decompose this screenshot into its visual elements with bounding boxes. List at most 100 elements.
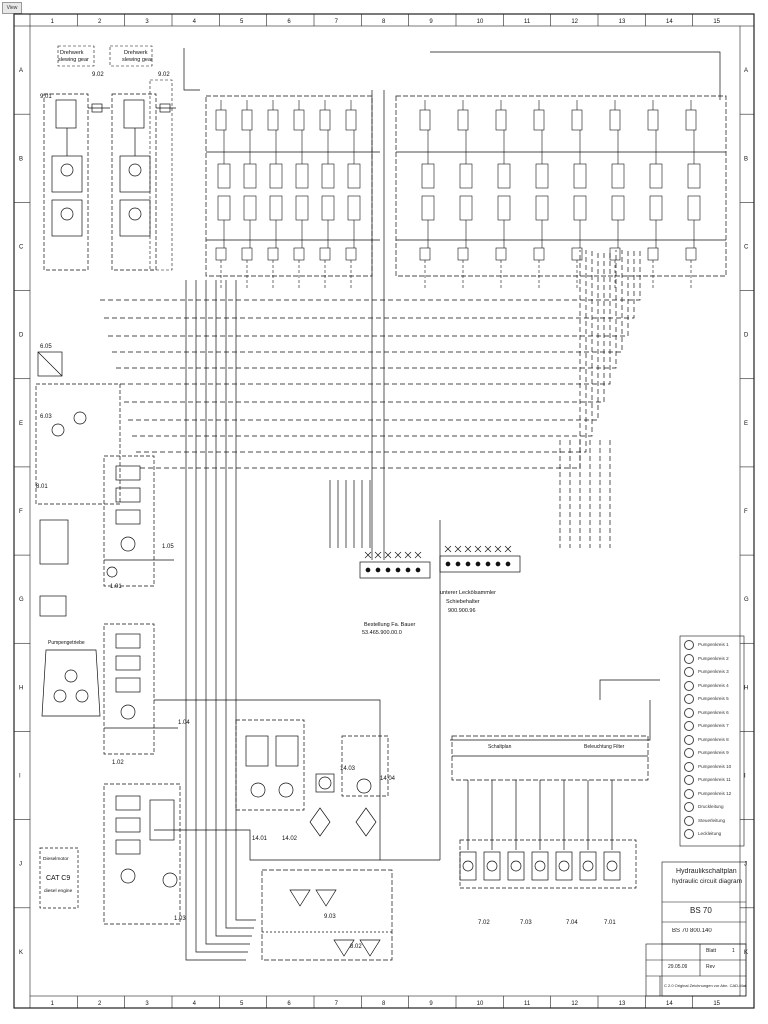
legend-symbol-icon [684,640,694,650]
row-index-left-K: K [19,950,23,956]
valve-1-03-label: 1.03 [174,916,186,922]
valve-spool [649,195,663,221]
valve-9-02b-label: 9.02 [158,72,170,78]
revision-label: Rev [706,964,715,970]
manifold-right-label-2: Schiebehalter [446,599,480,605]
footer-note: C 2.0 Original Zeichnungen vor Abn. CAD-… [664,983,746,988]
filter-gauge [558,860,570,872]
column-index-top-11: 11 [524,19,531,25]
legend-item: Pumpenkreis 12 [684,788,732,799]
drawing-inner-frame [29,25,741,997]
filter-array [451,735,649,889]
column-index-bottom-6: 6 [287,1001,291,1007]
manifold-port [405,567,411,573]
pipe-routing [100,48,721,961]
valve-symbol [419,109,431,131]
check-valve [457,247,469,261]
valve-9-01-label: 9.01 [40,94,52,100]
manifold-port [465,561,471,567]
column-index-bottom-2: 2 [98,1001,102,1007]
legend-label: Pumpenkreis 12 [698,790,732,796]
column-index-bottom-13: 13 [619,1001,626,1007]
slewing-gear-left-label-1: Drehwerk [60,50,84,56]
diesel-engine-label-3: diesel engine [44,888,73,894]
diesel-engine-label-2: CAT C9 [46,875,70,882]
legend-symbol-icon [684,680,694,691]
legend-label: Pumpenkreis 7 [698,723,729,729]
column-index-bottom-8: 8 [382,1001,386,1007]
column-index-top-5: 5 [240,19,244,25]
check-valve [215,247,227,261]
diesel-engine-box [39,847,79,909]
valve-bank-frames [205,95,727,277]
diesel-engine-label-1: Dieselmotor [43,856,69,862]
row-index-left-E: E [19,421,23,427]
row-index-right-E: E [744,421,748,427]
valve-spool [243,163,257,189]
valve-spool [321,163,335,189]
view-button[interactable]: View [2,2,22,14]
column-index-top-7: 7 [335,19,339,25]
valve-7-04-label: 7.04 [566,920,578,926]
filter-element [603,851,621,881]
valve-symbol [571,109,583,131]
column-index-top-12: 12 [571,19,578,25]
column-index-bottom-5: 5 [240,1001,244,1007]
valve-1-04-label: 1.04 [178,720,190,726]
legend-label: Pumpenkreis 11 [698,777,731,783]
valve-9-02a-label: 9.02 [92,72,104,78]
row-index-right-A: A [744,68,748,74]
manifold-port [385,567,391,573]
row-index-right-G: G [744,597,749,603]
legend-item: Pumpenkreis 8 [684,734,729,745]
manifold-port [415,567,421,573]
valve-7-01-label: 7.01 [604,920,616,926]
valve-spool [687,195,701,221]
legend-item: Steuerleitung [684,815,726,826]
check-valve [609,247,621,261]
column-index-top-13: 13 [619,19,626,25]
valve-spool [573,195,587,221]
legend-symbol-icon [684,734,694,745]
valve-spool [573,163,587,189]
row-index-right-I: I [744,774,746,780]
legend-label: Druckleitung [698,804,724,810]
legend-item: Pumpenkreis 10 [684,761,731,772]
filter-label-right: Beleuchtung Filter [584,744,625,750]
legend-symbol-icon [684,775,694,785]
check-valve [495,247,507,261]
column-index-bottom-11: 11 [524,1001,531,1007]
title-en: hydraulic circuit diagram [672,878,743,885]
legend-symbol-icon [684,761,694,772]
hydraulic-tank [261,869,393,961]
row-index-right-F: F [744,509,748,515]
sheet-label: Blatt [706,948,717,954]
sheet-value: 1 [732,948,735,954]
valve-spool [497,195,511,221]
check-valve [419,247,431,261]
valve-spool [295,195,309,221]
manifold-right-label-3: 900.900.96 [448,608,476,614]
valve-14-02-label: 14.02 [282,836,298,842]
middle-actuators [235,719,389,837]
valve-symbol [533,109,545,131]
check-valve [647,247,659,261]
legend-label: Steuerleitung [698,817,726,823]
legend-symbol-icon [684,829,694,839]
valve-spool [243,195,257,221]
legend-item: Pumpenkreis 6 [684,707,729,718]
legend-symbol-icon [684,653,694,664]
manifold-right [439,545,521,573]
valve-bank-upper-left [215,100,361,290]
model-number: BS 70 [690,906,712,915]
valve-1-01-label: 1.01 [110,584,122,590]
valve-spool [217,195,231,221]
filter-gauge [606,860,618,872]
legend-symbol-icon [684,815,694,826]
row-index-left-G: G [19,597,24,603]
valve-1-05-label: 1.05 [162,544,174,550]
valve-spool [217,163,231,189]
